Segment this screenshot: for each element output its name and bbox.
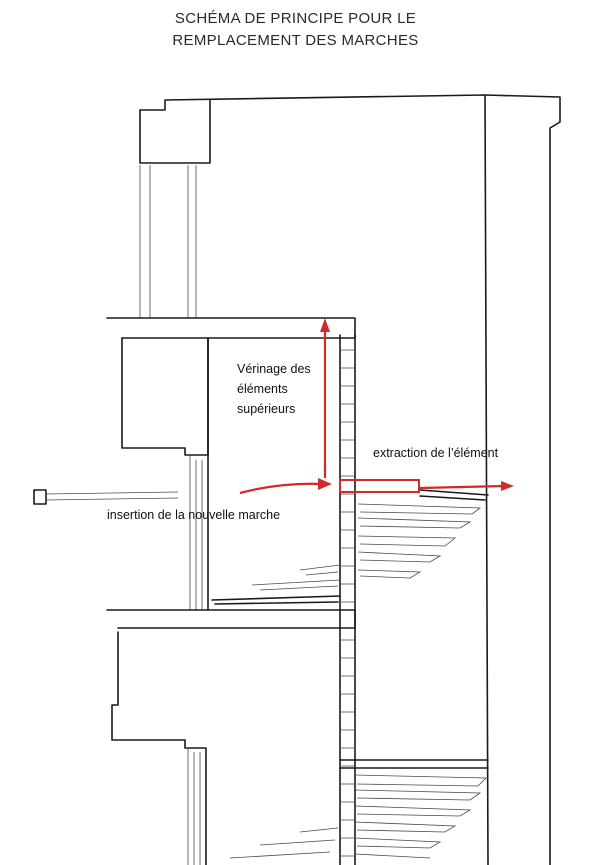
newel-column bbox=[339, 334, 356, 865]
insertion-rod bbox=[33, 489, 179, 505]
label-verinage-line-1: Vérinage des bbox=[237, 362, 311, 376]
floor-slab-lower bbox=[106, 609, 489, 865]
steps-right-upper bbox=[357, 489, 489, 579]
label-insertion: insertion de la nouvelle marche bbox=[107, 508, 281, 522]
title-line-1: SCHÉMA DE PRINCIPE POUR LE bbox=[174, 10, 417, 27]
title-line-2: REMPLACEMENT DES MARCHES bbox=[172, 32, 419, 49]
label-extraction: extraction de l’élément bbox=[373, 446, 499, 460]
extraction-arrow bbox=[419, 481, 514, 491]
floor-slab-upper bbox=[106, 317, 356, 611]
upper-wall-outline bbox=[139, 94, 561, 865]
insertion-arrow bbox=[239, 478, 332, 495]
steps-upper-inner bbox=[211, 564, 341, 605]
steps-right-lower bbox=[229, 774, 487, 859]
label-verinage-line-2: éléments bbox=[237, 382, 288, 396]
jacking-arrow bbox=[320, 318, 330, 478]
extracted-step-highlight bbox=[339, 479, 420, 493]
label-verinage-line-3: supérieurs bbox=[237, 402, 296, 416]
